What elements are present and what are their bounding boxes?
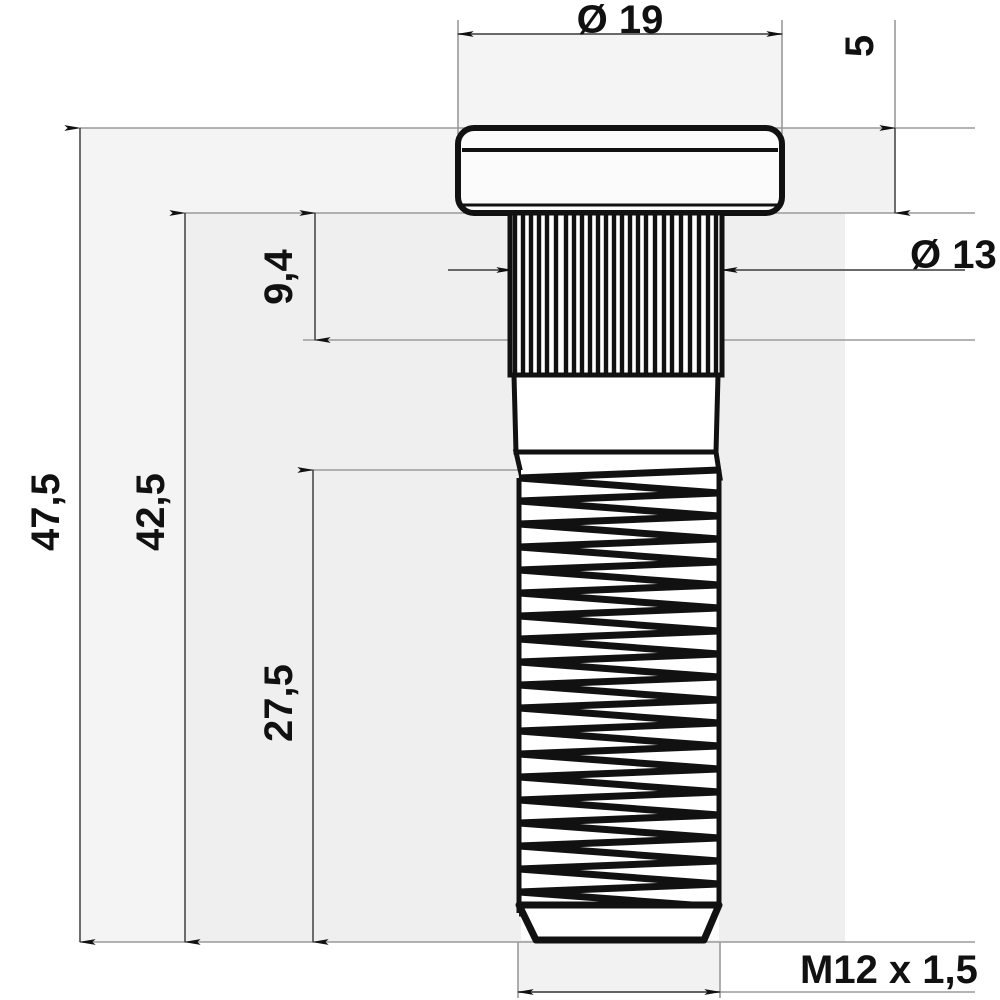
label-spline-length: 9,4 — [257, 248, 301, 304]
label-spline-diameter: Ø 13 — [910, 233, 997, 277]
bolt-shank — [511, 372, 721, 455]
thread-envelope-outline — [516, 470, 722, 913]
dimension-lines-group — [64, 31, 965, 995]
label-overall-length: 47,5 — [24, 473, 68, 551]
label-thread-spec: M12 x 1,5 — [800, 948, 978, 992]
shade-head-height — [782, 128, 895, 213]
label-head-height: 5 — [838, 35, 882, 57]
spline-ribs — [512, 215, 719, 373]
label-thread-length: 27,5 — [257, 664, 301, 742]
bolt-tip-chamfer — [515, 901, 723, 944]
label-under-head-length: 42,5 — [129, 473, 173, 551]
shade-thread-spec — [518, 942, 720, 992]
dimension-labels-group: Ø 19 5 Ø 13 9,4 27,5 42,5 47,5 M12 x 1,5 — [24, 0, 997, 992]
shade-head-diameter — [458, 34, 782, 128]
bolt-geometry-group — [455, 125, 785, 944]
bolt-head — [455, 125, 785, 216]
label-head-diameter: Ø 19 — [577, 0, 664, 42]
